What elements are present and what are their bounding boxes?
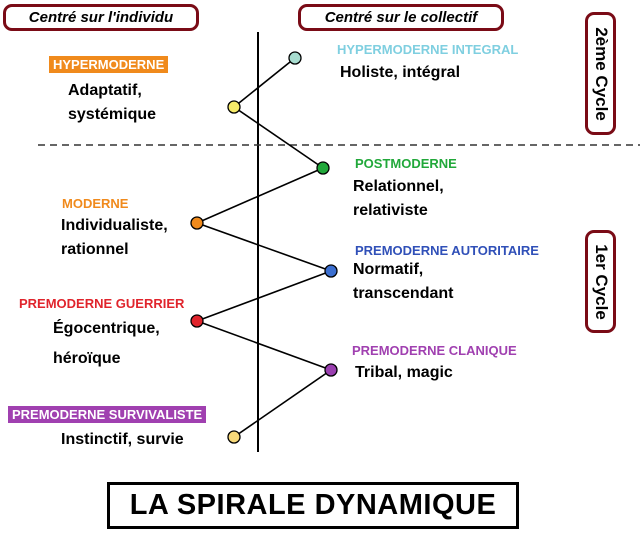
node-moderne	[190, 216, 204, 230]
header-individual: Centré sur l'individu	[3, 4, 199, 31]
stage-hypermoderne-desc: Adaptatif, systémique	[68, 82, 157, 123]
stage-premoderne-survivaliste-name: PREMODERNE SURVIVALISTE	[8, 406, 207, 423]
cycle-1-label: 1er Cycle	[585, 230, 616, 333]
stage-moderne-desc: Individualiste, rationnel	[61, 217, 168, 258]
stage-premoderne-guerrier-desc: Égocentrique, héroïque	[53, 320, 160, 367]
spiral-path	[196, 57, 332, 438]
stage-premoderne-guerrier-name: PREMODERNE GUERRIER	[19, 296, 185, 311]
diagram-title: LA SPIRALE DYNAMIQUE	[107, 482, 519, 529]
cycle-2-label: 2ème Cycle	[585, 12, 616, 135]
stage-hypermoderne-integral-name: HYPERMODERNE INTEGRAL	[337, 42, 519, 57]
header-collective-label: Centré sur le collectif	[324, 9, 478, 26]
node-hypermoderne	[227, 100, 241, 114]
node-hypermoderne-integral	[288, 51, 302, 65]
stage-postmoderne-desc: Relationnel, relativiste	[353, 178, 444, 219]
header-individual-label: Centré sur l'individu	[28, 9, 174, 26]
node-postmoderne	[316, 161, 330, 175]
stage-postmoderne-name: POSTMODERNE	[355, 156, 457, 171]
node-premoderne-autoritaire	[324, 264, 338, 278]
stage-hypermoderne-integral-desc: Holiste, intégral	[340, 64, 461, 81]
node-premoderne-survivaliste	[227, 430, 241, 444]
stage-premoderne-survivaliste-desc: Instinctif, survie	[61, 431, 184, 448]
stage-hypermoderne-name: HYPERMODERNE	[49, 56, 169, 73]
header-collective: Centré sur le collectif	[298, 4, 504, 31]
stage-moderne-name: MODERNE	[62, 196, 129, 211]
node-premoderne-guerrier	[190, 314, 204, 328]
stage-premoderne-clanique-desc: Tribal, magic	[355, 364, 453, 381]
node-premoderne-clanique	[324, 363, 338, 377]
stage-premoderne-clanique-name: PREMODERNE CLANIQUE	[352, 343, 517, 358]
stage-premoderne-autoritaire-desc: Normatif, transcendant	[353, 261, 454, 302]
stage-premoderne-autoritaire-name: PREMODERNE AUTORITAIRE	[355, 243, 539, 258]
